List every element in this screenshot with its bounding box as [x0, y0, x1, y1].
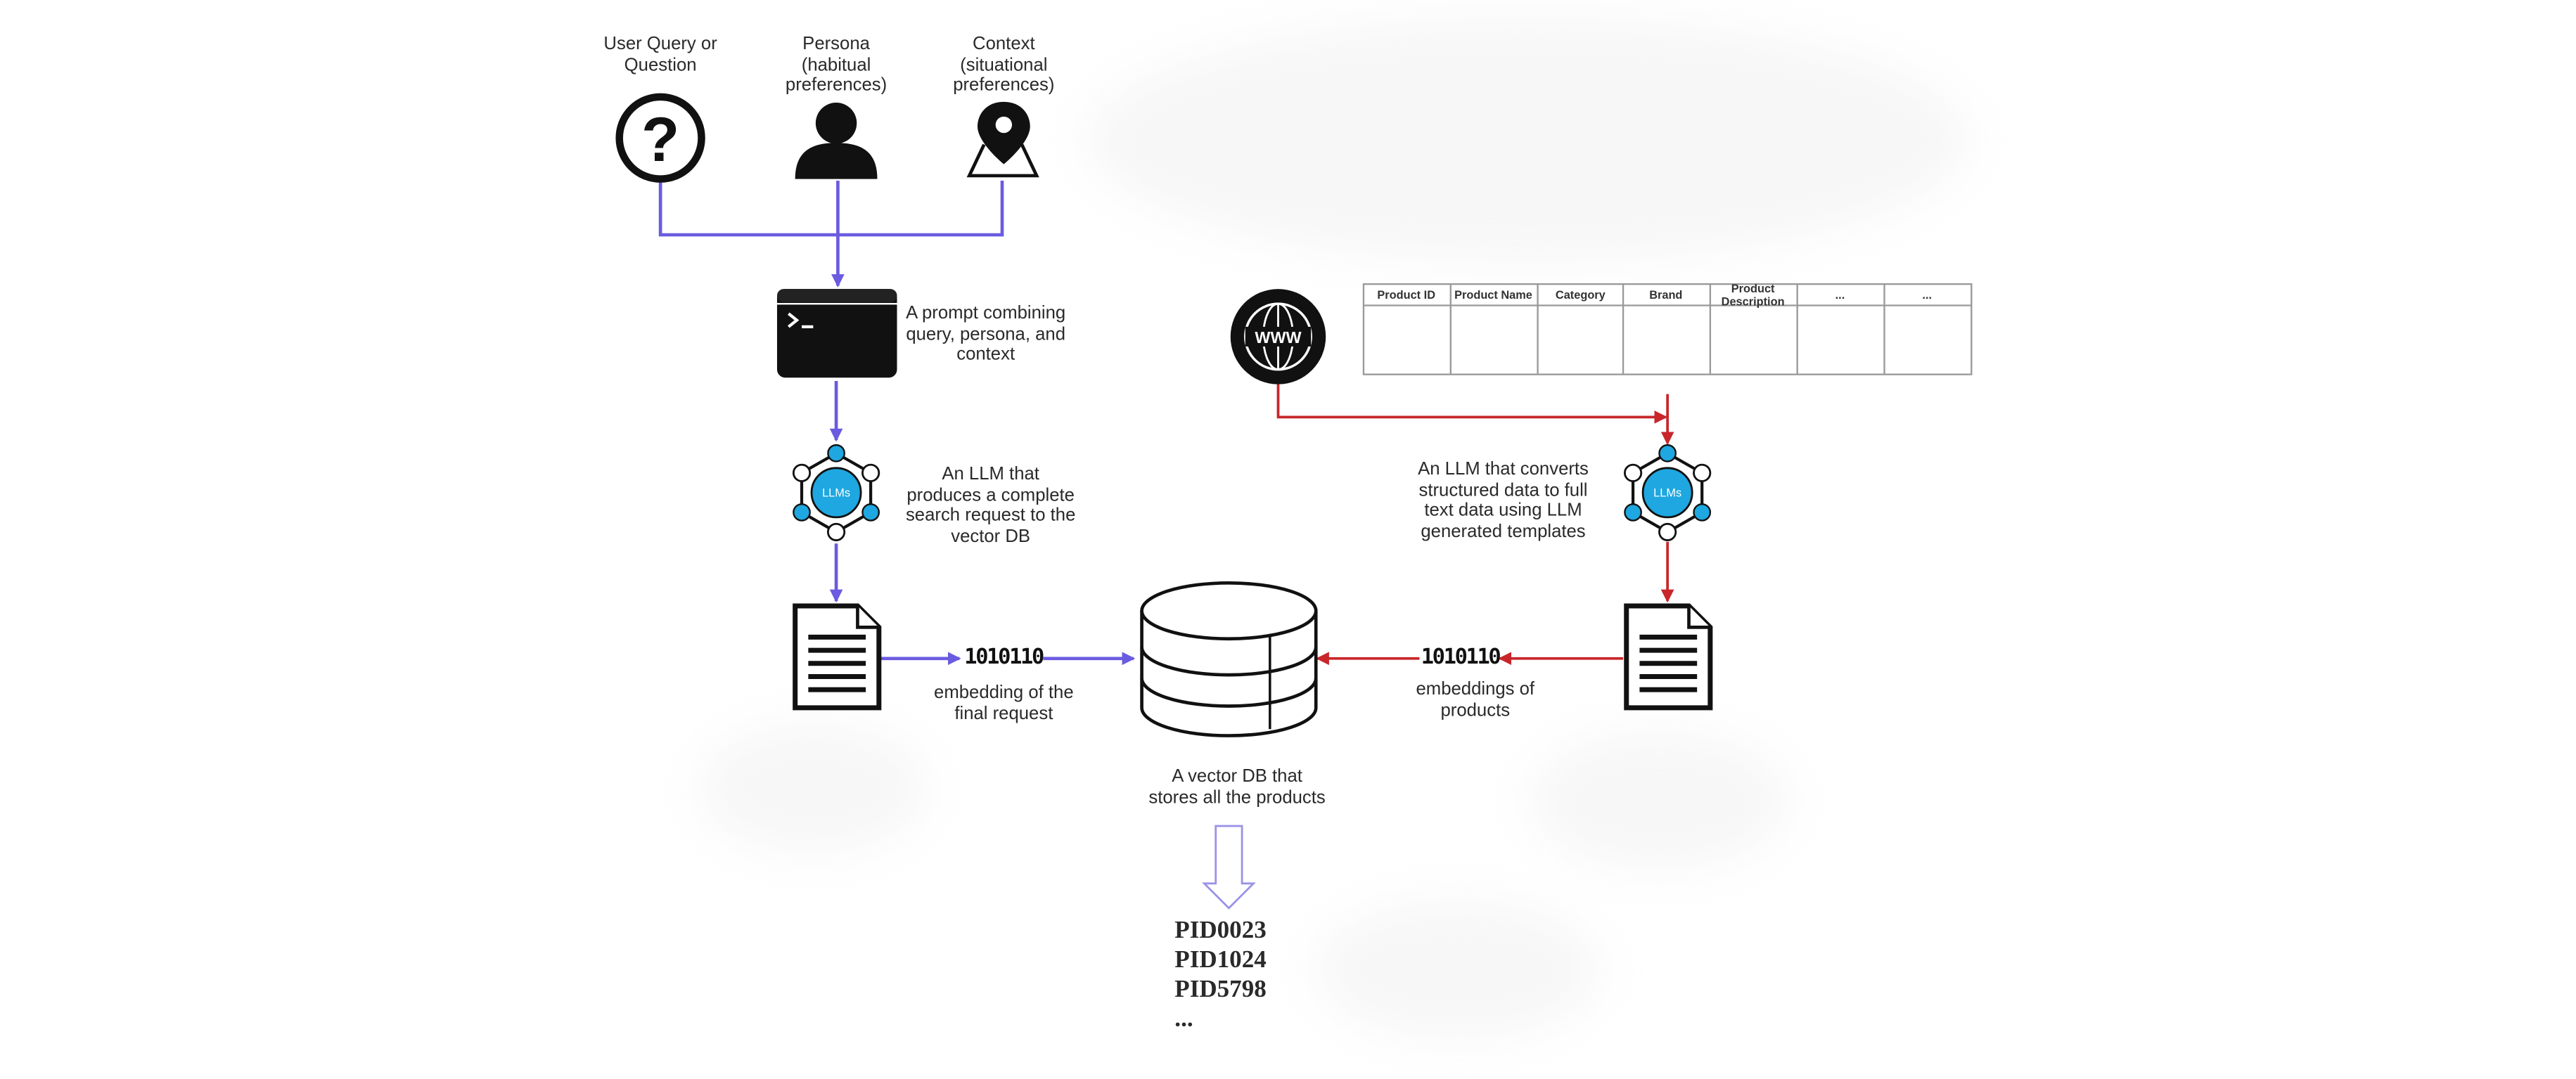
right-flow-connectors [1276, 379, 1674, 666]
table-header-cell: Product Name [1454, 289, 1532, 302]
document-icon-left [793, 603, 882, 711]
prompt-description: A prompt combining query, persona, and c… [906, 304, 1066, 365]
background-smudge [1084, 16, 1972, 263]
document-icon-right [1624, 603, 1713, 711]
persona-label: Persona (habitual preferences) [785, 34, 887, 96]
table-header-cell: Product ID [1377, 289, 1435, 302]
vector-db-label: A vector DB that stores all the products [1148, 766, 1326, 808]
llm-network-icon-left: LLMs [792, 444, 880, 541]
result-item: PID5798 [1174, 976, 1267, 1004]
www-globe-icon: WWW [1230, 289, 1326, 385]
context-label: Context (situational preferences) [953, 34, 1055, 96]
binary-embedding-left: 1010110 [964, 645, 1044, 671]
question-icon: ? [615, 93, 705, 183]
background-smudge [1527, 730, 1791, 871]
llm-icon-text: LLMs [1653, 487, 1681, 500]
terminal-prompt-icon [776, 289, 897, 378]
llm-network-icon-right: LLMs [1624, 444, 1712, 541]
result-item: PID1024 [1174, 947, 1267, 974]
left-flow-connectors [658, 180, 1136, 666]
results-down-arrow [1201, 825, 1256, 910]
www-text: WWW [1255, 328, 1302, 347]
person-icon [795, 103, 878, 179]
table-header-cell: Category [1556, 289, 1606, 302]
table-header-line: Description [1722, 296, 1785, 309]
location-pin-icon [966, 101, 1039, 178]
llm-right-description: An LLM that converts structured data to … [1418, 460, 1589, 541]
vector-database-icon [1140, 581, 1318, 737]
background-smudge [698, 722, 928, 854]
arrow-www-to-table [1276, 379, 1668, 424]
binary-embedding-right: 1010110 [1421, 645, 1501, 671]
table-header-cell: ... [1835, 289, 1845, 302]
product-table: Product ID Product Name Category Brand P… [1362, 283, 1973, 375]
llm-left-description: An LLM that produces a complete search r… [905, 465, 1076, 546]
result-item: ... [1174, 1007, 1193, 1033]
embedding-left-label: embedding of the final request [934, 683, 1074, 724]
background-smudge [1314, 900, 1602, 1040]
user-query-label: User Query or Question [603, 34, 717, 75]
svg-text:?: ? [641, 105, 679, 174]
table-header-line: Product [1731, 283, 1775, 295]
result-item: PID0023 [1174, 917, 1267, 945]
input-merge-line [658, 180, 1004, 237]
llm-icon-text: LLMs [822, 487, 850, 500]
table-header-cell: Brand [1649, 289, 1682, 302]
embedding-right-label: embeddings of products [1416, 680, 1535, 721]
table-header-cell: ... [1922, 289, 1932, 302]
